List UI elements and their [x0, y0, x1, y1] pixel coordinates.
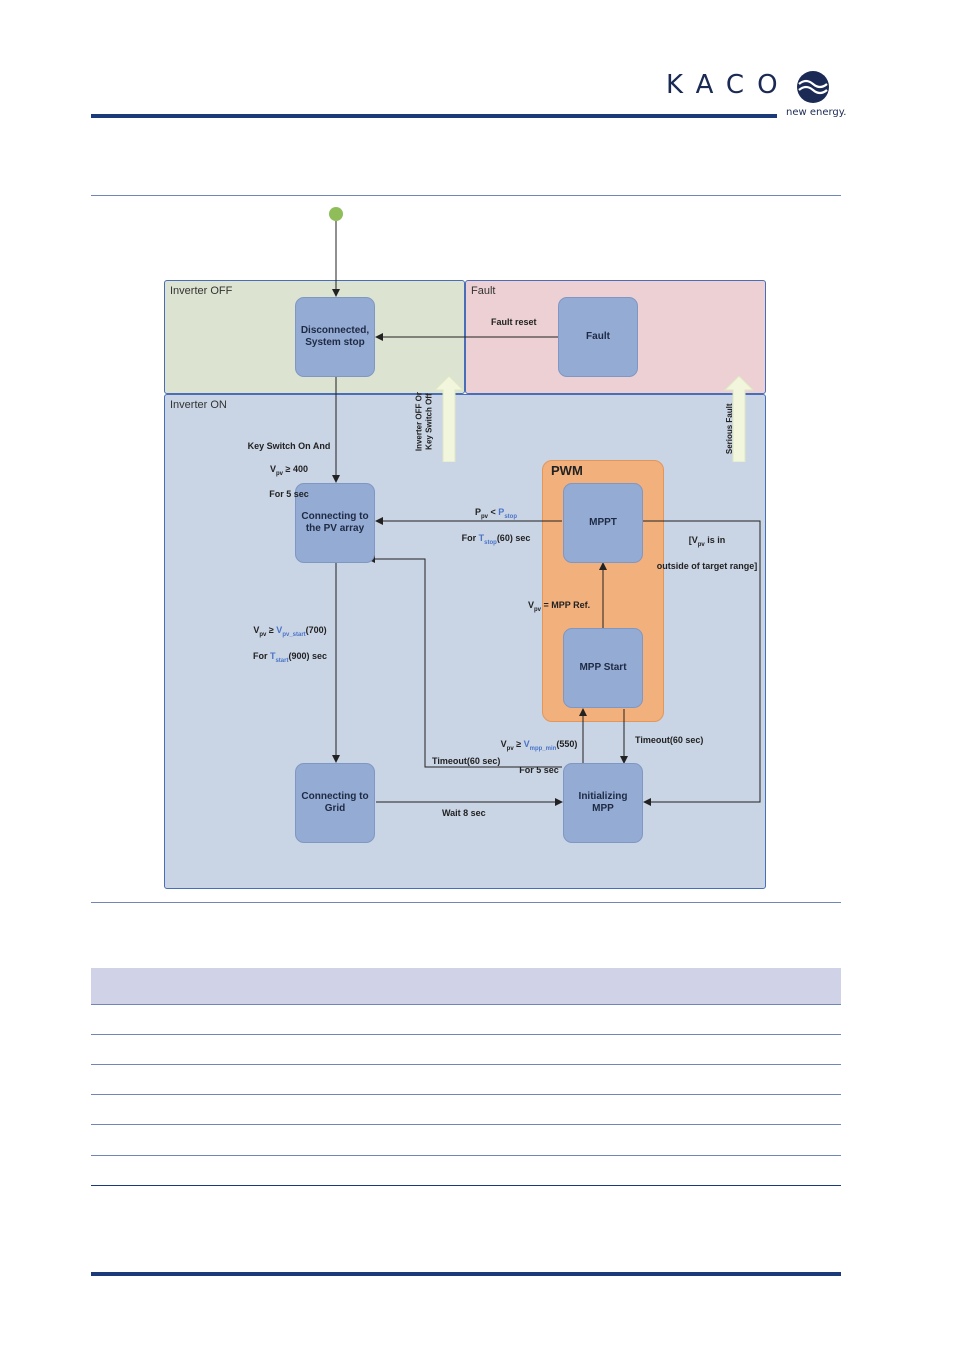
region-pwm-label: PWM [551, 463, 583, 478]
v-symbol: V [270, 463, 277, 474]
stop-subscript: stop [484, 539, 497, 546]
state-fault: Fault [558, 297, 638, 377]
diagram-top-rule [91, 195, 841, 196]
key-switch-line-3: For 5 sec [269, 489, 309, 500]
label-vpv-mpp-min-condition: Vpv ≥ Vmpp_min(550) For 5 sec [493, 728, 585, 787]
pv-subscript: pv [259, 632, 267, 639]
stop-subscript: stop [504, 514, 517, 521]
pv-subscript: pv [506, 746, 514, 753]
for-text: For [252, 650, 270, 661]
label-vpv-equals-mpp-ref: Vpv = MPP Ref. [528, 589, 590, 615]
tstart-symbol: T [269, 650, 276, 661]
pv-start-subscript: pv_start [282, 632, 306, 639]
pstop-symbol: P [498, 507, 505, 518]
table-row-divider [91, 1155, 841, 1156]
v-symbol: V [253, 625, 260, 636]
tstop-symbol: T [478, 532, 485, 543]
serious-fault-up-arrow [724, 376, 754, 462]
label-vpv-outside-target-range: [Vpv is in outside of target range] [652, 524, 762, 583]
footer-rule [91, 1272, 841, 1276]
label-vpv-start-condition: Vpv ≥ Vpv_start(700) For Tstart(900) sec [238, 614, 342, 676]
diagram-bottom-rule [91, 902, 841, 903]
v-symbol: V [500, 739, 507, 750]
kaco-logo-text: KACO [666, 70, 791, 100]
region-inverter-on: Inverter ON [164, 394, 766, 889]
is-in-text: is in [704, 535, 726, 546]
v-symbol: V [528, 600, 535, 611]
table-row-divider [91, 1064, 841, 1065]
label-ppv-below-pstop: Ppv < Pstop For Tstop(60) sec [452, 496, 540, 558]
mpp-min-subscript: mpp_min [529, 746, 557, 753]
tstart-value: (900) sec [288, 650, 328, 661]
start-subscript: start [275, 657, 289, 664]
region-inverter-on-label: Inverter ON [170, 399, 227, 411]
label-fault-reset: Fault reset [491, 317, 537, 327]
vpvstart-value: (700) [305, 625, 327, 636]
state-connecting-to-pv-array: Connecting to the PV array [295, 483, 375, 563]
label-wait-8-sec: Wait 8 sec [442, 808, 486, 818]
inverter-off-up-arrow [434, 376, 464, 462]
table-row-divider [91, 1034, 841, 1035]
vmppmin-symbol: V [523, 739, 530, 750]
region-inverter-off-label: Inverter OFF [170, 285, 233, 297]
bracket-v: [V [688, 535, 698, 546]
ge-symbol: ≥ [266, 625, 277, 636]
tstop-value: (60) sec [496, 532, 531, 543]
vmppmin-value: (550) [556, 739, 578, 750]
table-row-divider [91, 1094, 841, 1095]
table-header-row [91, 968, 841, 1004]
state-connecting-to-grid: Connecting to Grid [295, 763, 375, 843]
state-disconnected-system-stop: Disconnected, System stop [295, 297, 375, 377]
vpvstart-symbol: V [276, 625, 283, 636]
label-key-switch-condition: Key Switch On And Vpv ≥ 400 For 5 sec [236, 430, 342, 512]
initial-state-dot [329, 207, 343, 221]
outside-target-range-text: outside of target range] [656, 560, 758, 571]
ge-symbol: ≥ [513, 739, 524, 750]
kaco-logo-icon [797, 71, 829, 103]
pv-subscript: pv [276, 470, 284, 477]
for-text: For [461, 532, 479, 543]
state-mpp-start: MPP Start [563, 628, 643, 708]
state-mppt: MPPT [563, 483, 643, 563]
for-5-sec-text: For 5 sec [519, 764, 559, 775]
table-row-divider [91, 1004, 841, 1005]
kaco-tagline: new energy. [786, 107, 847, 118]
pv-subscript: pv [534, 607, 542, 614]
table-bottom-rule [91, 1185, 841, 1186]
pv-subscript: pv [697, 542, 705, 549]
key-switch-threshold: ≥ 400 [283, 463, 308, 474]
state-initializing-mpp: Initializing MPP [563, 763, 643, 843]
p-symbol: P [475, 507, 482, 518]
key-switch-line-2: Vpv ≥ 400 [236, 464, 342, 478]
pv-subscript: pv [481, 514, 489, 521]
label-timeout-left: Timeout(60 sec) [432, 756, 501, 766]
region-fault-label: Fault [471, 285, 496, 297]
label-timeout-right: Timeout(60 sec) [635, 735, 704, 745]
header-rule [91, 114, 777, 118]
table-row-divider [91, 1124, 841, 1125]
key-switch-line-1: Key Switch On And [247, 441, 331, 452]
mpp-ref-text: = MPP Ref. [541, 600, 591, 611]
less-than: < [488, 507, 499, 518]
